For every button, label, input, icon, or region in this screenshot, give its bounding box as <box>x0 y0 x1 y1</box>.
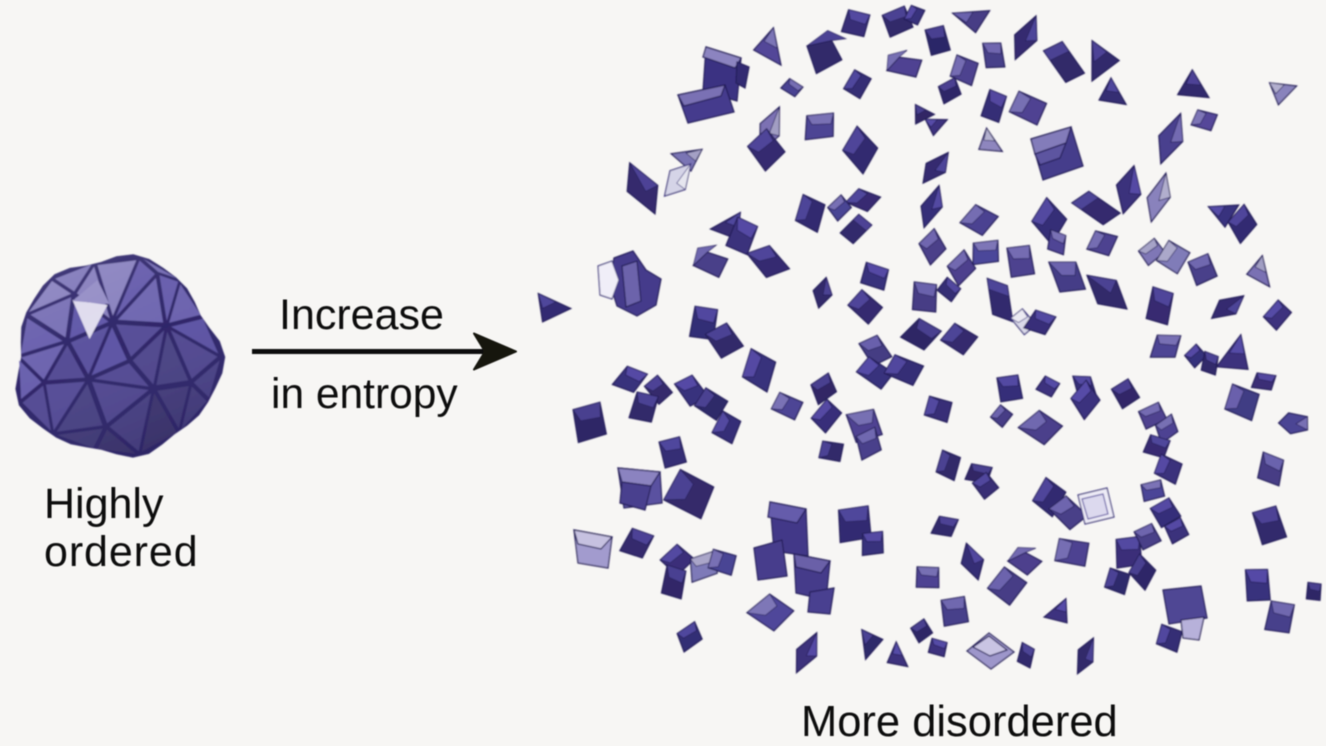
svg-text:More disordered: More disordered <box>801 698 1118 746</box>
svg-text:Increase: Increase <box>279 291 444 339</box>
svg-text:Highly: Highly <box>44 480 164 528</box>
svg-text:in entropy: in entropy <box>271 371 458 418</box>
svg-text:ordered: ordered <box>44 528 199 576</box>
